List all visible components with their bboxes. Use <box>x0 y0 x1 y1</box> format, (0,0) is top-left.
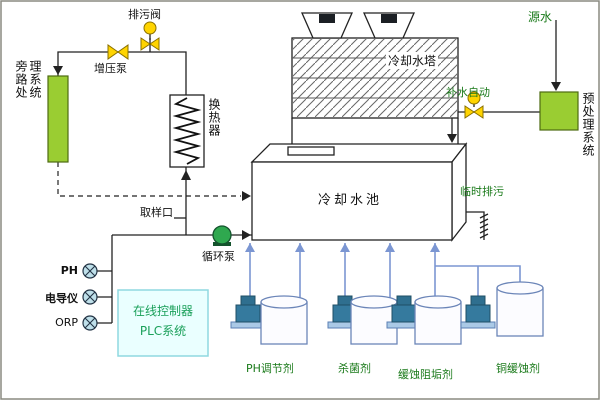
bypass-treatment-box <box>47 75 69 163</box>
dosing-station-1 <box>230 295 308 345</box>
fan-motor-icon <box>319 14 335 23</box>
label-temporary-drain: 临时排污 <box>460 185 504 198</box>
dosing-station-2 <box>327 295 398 345</box>
label-makeup-valve: 补水自动 <box>446 86 490 99</box>
label-chem-copper-inhibitor: 铜缓蚀剂 <box>496 362 540 375</box>
makeup-valve-symbol <box>464 91 484 119</box>
label-chem-ph-regulator: PH调节剂 <box>246 362 294 375</box>
sensor-orp-symbol <box>82 315 98 331</box>
fan-motor-icon <box>381 14 397 23</box>
dosing-lines <box>245 243 521 322</box>
label-plc-line2: PLC系统 <box>139 324 187 338</box>
label-cooling-tower: 冷却水塔 <box>386 52 439 69</box>
label-plc-line1: 在线控制器 <box>132 304 193 318</box>
label-source-water: 源水 <box>528 10 553 24</box>
cooling-pool <box>250 142 468 242</box>
sensor-conductivity-symbol <box>82 289 98 305</box>
pool-inlet-box <box>287 146 335 156</box>
label-circulation-pump: 循环泵 <box>202 250 235 263</box>
label-cooling-pool: 冷却水池 <box>318 193 383 208</box>
heat-exchanger <box>169 94 205 168</box>
label-booster-pump: 增压泵 <box>94 62 127 75</box>
dosing-station-3 <box>386 295 462 345</box>
label-sampling-port: 取样口 <box>140 206 173 219</box>
fan-stack-1 <box>301 12 353 39</box>
label-bypass-system: 旁路处理系统 <box>14 60 42 99</box>
cooling-tower <box>291 37 459 119</box>
label-sensor-orp: ORP <box>55 316 78 329</box>
plc-controller-box <box>117 289 209 357</box>
pretreatment-box <box>539 91 579 131</box>
label-sensor-conductivity: 电导仪 <box>45 292 78 305</box>
booster-pump-symbol <box>107 44 129 60</box>
circulation-pump-symbol <box>212 225 232 246</box>
drain-valve-symbol <box>140 21 160 51</box>
label-chem-scale-inhibitor: 缓蚀阻垢剂 <box>398 368 453 381</box>
flow-arrows <box>53 66 561 240</box>
fan-stack-2 <box>363 12 415 39</box>
label-pretreatment-system: 预处理系统 <box>581 92 595 157</box>
label-sensor-ph: PH <box>60 264 78 277</box>
label-heat-exchanger: 换热器 <box>207 98 221 137</box>
bypass-return-dashed-line <box>57 162 241 197</box>
label-chem-biocide: 杀菌剂 <box>338 362 371 375</box>
dosing-station-4 <box>460 281 544 337</box>
label-drain-valve: 排污阀 <box>128 8 161 21</box>
sensor-ph-symbol <box>82 263 98 279</box>
